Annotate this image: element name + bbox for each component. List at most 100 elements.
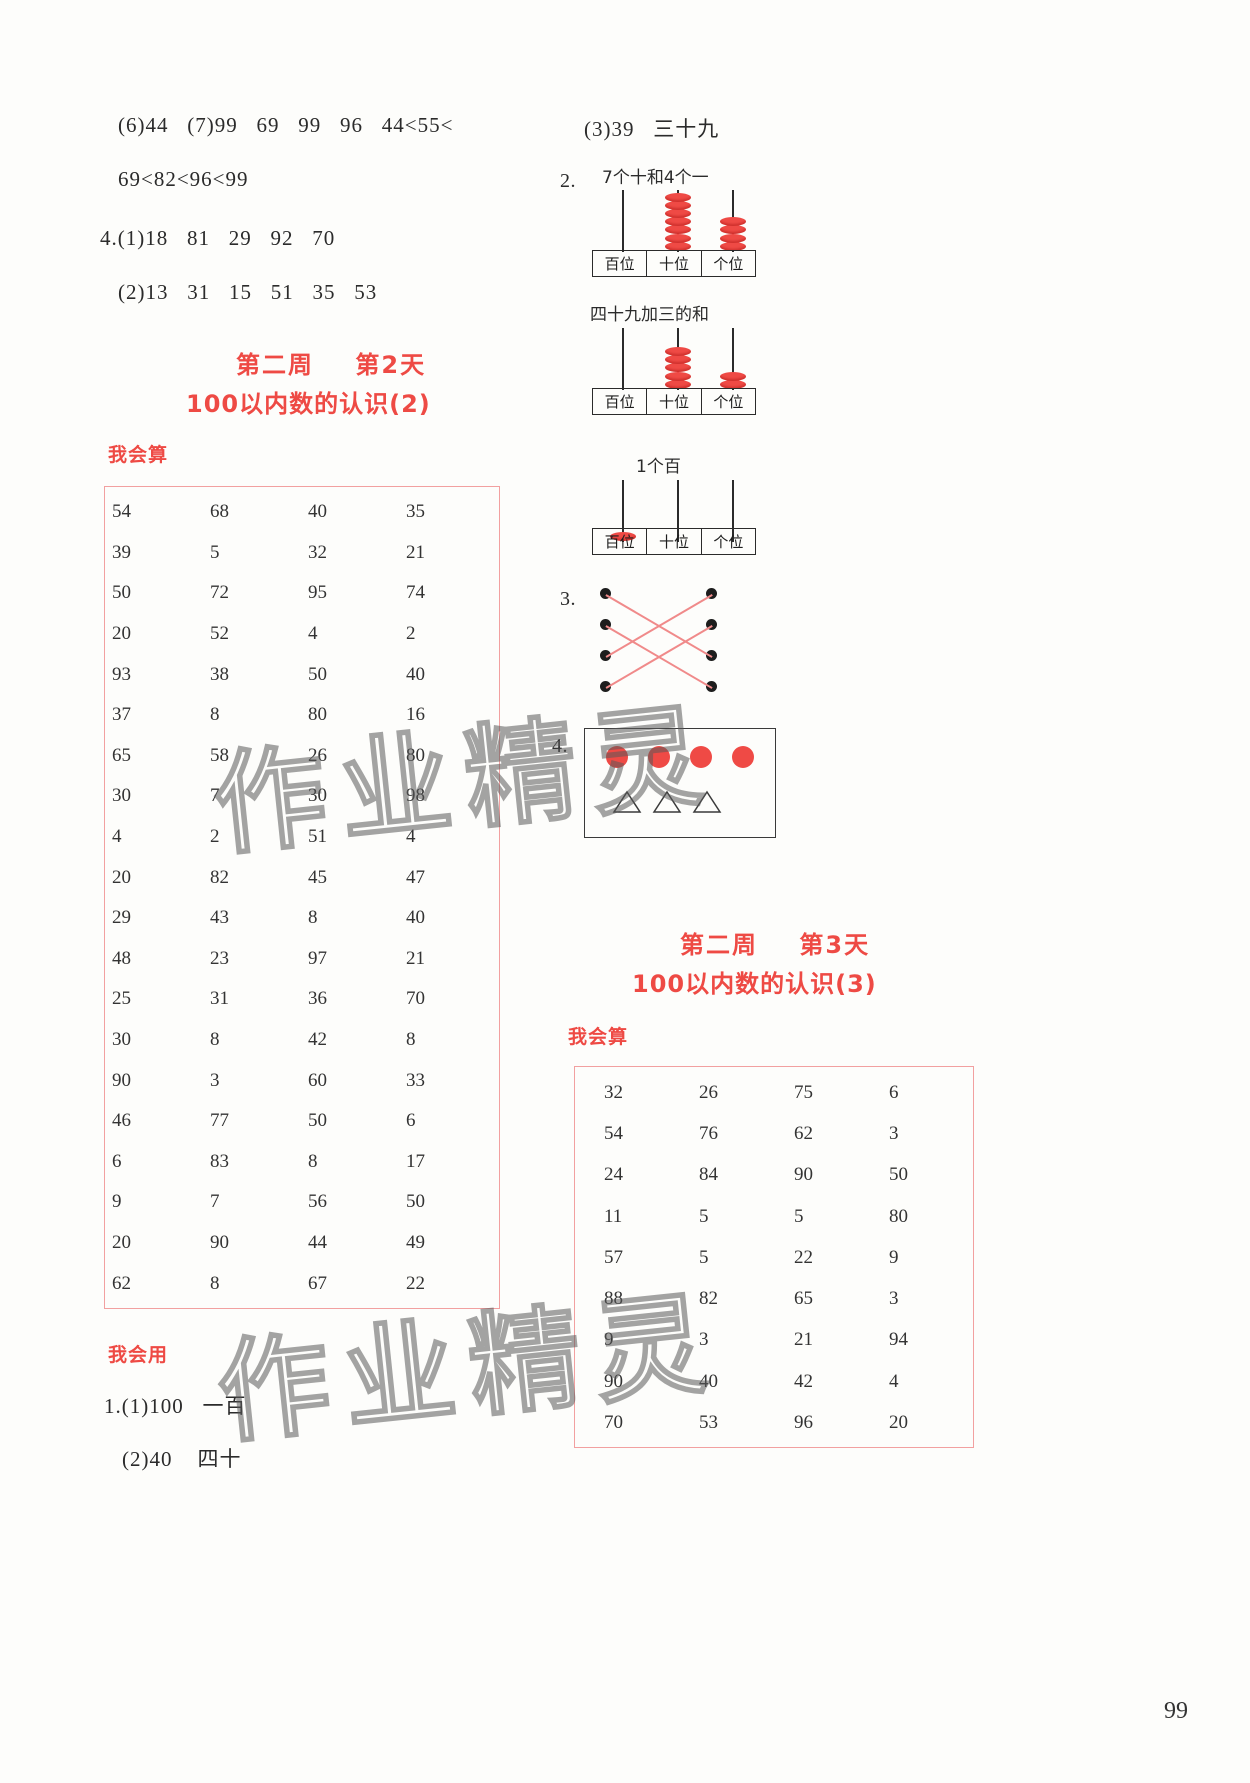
place-value-label: 十位 [647, 251, 702, 276]
answer-cell: 30 [308, 785, 327, 807]
answer-cell: 70 [604, 1412, 623, 1434]
abacus-bead [720, 217, 746, 227]
answer-cell: 84 [699, 1164, 718, 1186]
question-2-number: 2. [560, 170, 576, 192]
answer-cell: 2 [406, 623, 416, 645]
abacus-bead [610, 531, 636, 541]
answer-cell: 30 [112, 785, 131, 807]
answer-cell: 65 [112, 744, 131, 766]
answer-cell: 5 [794, 1205, 804, 1227]
answer-cell: 44 [308, 1231, 327, 1253]
answer-cell: 20 [889, 1412, 908, 1434]
carryover-line-2: 69<82<96<99 [118, 167, 249, 191]
answer-cell: 7 [210, 785, 220, 807]
answer-cell: 46 [112, 1110, 131, 1132]
answer-cell: 42 [794, 1370, 813, 1392]
left-day-header-line1: 第二周 第2天 [236, 351, 427, 379]
answer-cell: 90 [210, 1231, 229, 1253]
match-dot-left [600, 588, 611, 599]
abacus-bead [665, 209, 691, 218]
answer-cell: 62 [112, 1272, 131, 1294]
answer-cell: 53 [699, 1412, 718, 1434]
left-compute-section-label: 我会算 [108, 444, 169, 466]
abacus-bead [665, 225, 691, 235]
right-compute-section-label: 我会算 [568, 1026, 629, 1048]
answer-cell: 4 [308, 623, 318, 645]
answer-cell: 2 [210, 826, 220, 848]
answer-cell: 80 [889, 1205, 908, 1227]
red-circle [690, 746, 712, 768]
answer-cell: 8 [210, 1029, 220, 1051]
place-value-label: 百位 [593, 251, 648, 276]
abacus-bead [665, 371, 691, 381]
abacus-2-place-labels: 百位十位个位 [592, 388, 756, 415]
answer-cell: 35 [406, 501, 425, 523]
answer-cell: 5 [699, 1205, 709, 1227]
answer-cell: 58 [210, 744, 229, 766]
answer-cell: 39 [112, 541, 131, 563]
answer-cell: 52 [210, 623, 229, 645]
left-apply-section-label: 我会用 [108, 1344, 169, 1366]
match-dot-right [706, 619, 717, 630]
answer-cell: 9 [604, 1329, 614, 1351]
answer-cell: 80 [406, 744, 425, 766]
question-3-matching-diagram [596, 588, 726, 703]
answer-cell: 32 [308, 541, 327, 563]
answer-cell: 29 [112, 907, 131, 929]
place-value-label: 个位 [713, 533, 744, 551]
answer-cell: 72 [210, 582, 229, 604]
abacus-bead [720, 233, 746, 243]
answer-cell: 93 [112, 663, 131, 685]
answer-cell: 6 [406, 1110, 416, 1132]
answer-cell: 3 [889, 1288, 899, 1310]
right-day-header-line2: 100以内数的认识(3) [632, 970, 877, 998]
answer-cell: 8 [210, 704, 220, 726]
answer-cell: 50 [889, 1164, 908, 1186]
red-circle [606, 746, 628, 768]
abacus-bead [665, 241, 691, 251]
abacus-2-caption: 四十九加三的和 [590, 305, 709, 325]
answer-cell: 16 [406, 704, 425, 726]
right-day-header-line1: 第二周 第3天 [680, 931, 871, 959]
answer-cell: 20 [112, 623, 131, 645]
abacus-1-caption: 7个十和4个一 [602, 168, 709, 188]
answer-cell: 48 [112, 947, 131, 969]
right-compute-table-border [574, 1066, 974, 1448]
carryover-line-1: (6)44 (7)99 69 99 96 44<55< [118, 113, 454, 137]
abacus-1-place-labels: 百位十位个位 [592, 250, 756, 277]
answer-cell: 40 [406, 663, 425, 685]
answer-cell: 4 [889, 1370, 899, 1392]
abacus-bead [720, 241, 746, 251]
answer-cell: 40 [308, 501, 327, 523]
left-compute-table-border [104, 486, 500, 1309]
answer-cell: 57 [604, 1246, 623, 1268]
apply-line-1: 1.(1)100 一百 [104, 1394, 247, 1418]
answer-cell: 65 [794, 1288, 813, 1310]
match-dot-right [706, 588, 717, 599]
abacus-bead [665, 347, 691, 356]
abacus-rod [732, 480, 734, 542]
answer-cell: 83 [210, 1150, 229, 1172]
place-value-label: 个位 [713, 393, 744, 411]
abacus-bead [720, 225, 746, 235]
answer-cell: 21 [406, 541, 425, 563]
left-column: (6)44 (7)99 69 99 96 44<55< 69<82<96<99 … [0, 0, 560, 1783]
answer-cell: 56 [308, 1191, 327, 1213]
abacus-bead [720, 371, 746, 381]
answer-cell: 20 [112, 866, 131, 888]
answer-cell: 67 [308, 1272, 327, 1294]
answer-cell: 43 [210, 907, 229, 929]
answer-cell: 90 [604, 1370, 623, 1392]
answer-cell: 96 [794, 1412, 813, 1434]
answer-cell: 50 [308, 663, 327, 685]
answer-cell: 36 [308, 988, 327, 1010]
answer-cell: 5 [210, 541, 220, 563]
abacus-bead [665, 217, 691, 227]
answer-cell: 11 [604, 1205, 623, 1227]
answer-cell: 90 [112, 1069, 131, 1091]
answer-cell: 60 [308, 1069, 327, 1091]
answer-cell: 97 [308, 947, 327, 969]
answer-cell: 54 [112, 501, 131, 523]
answer-cell: 42 [308, 1029, 327, 1051]
place-value-label: 十位 [647, 389, 702, 414]
